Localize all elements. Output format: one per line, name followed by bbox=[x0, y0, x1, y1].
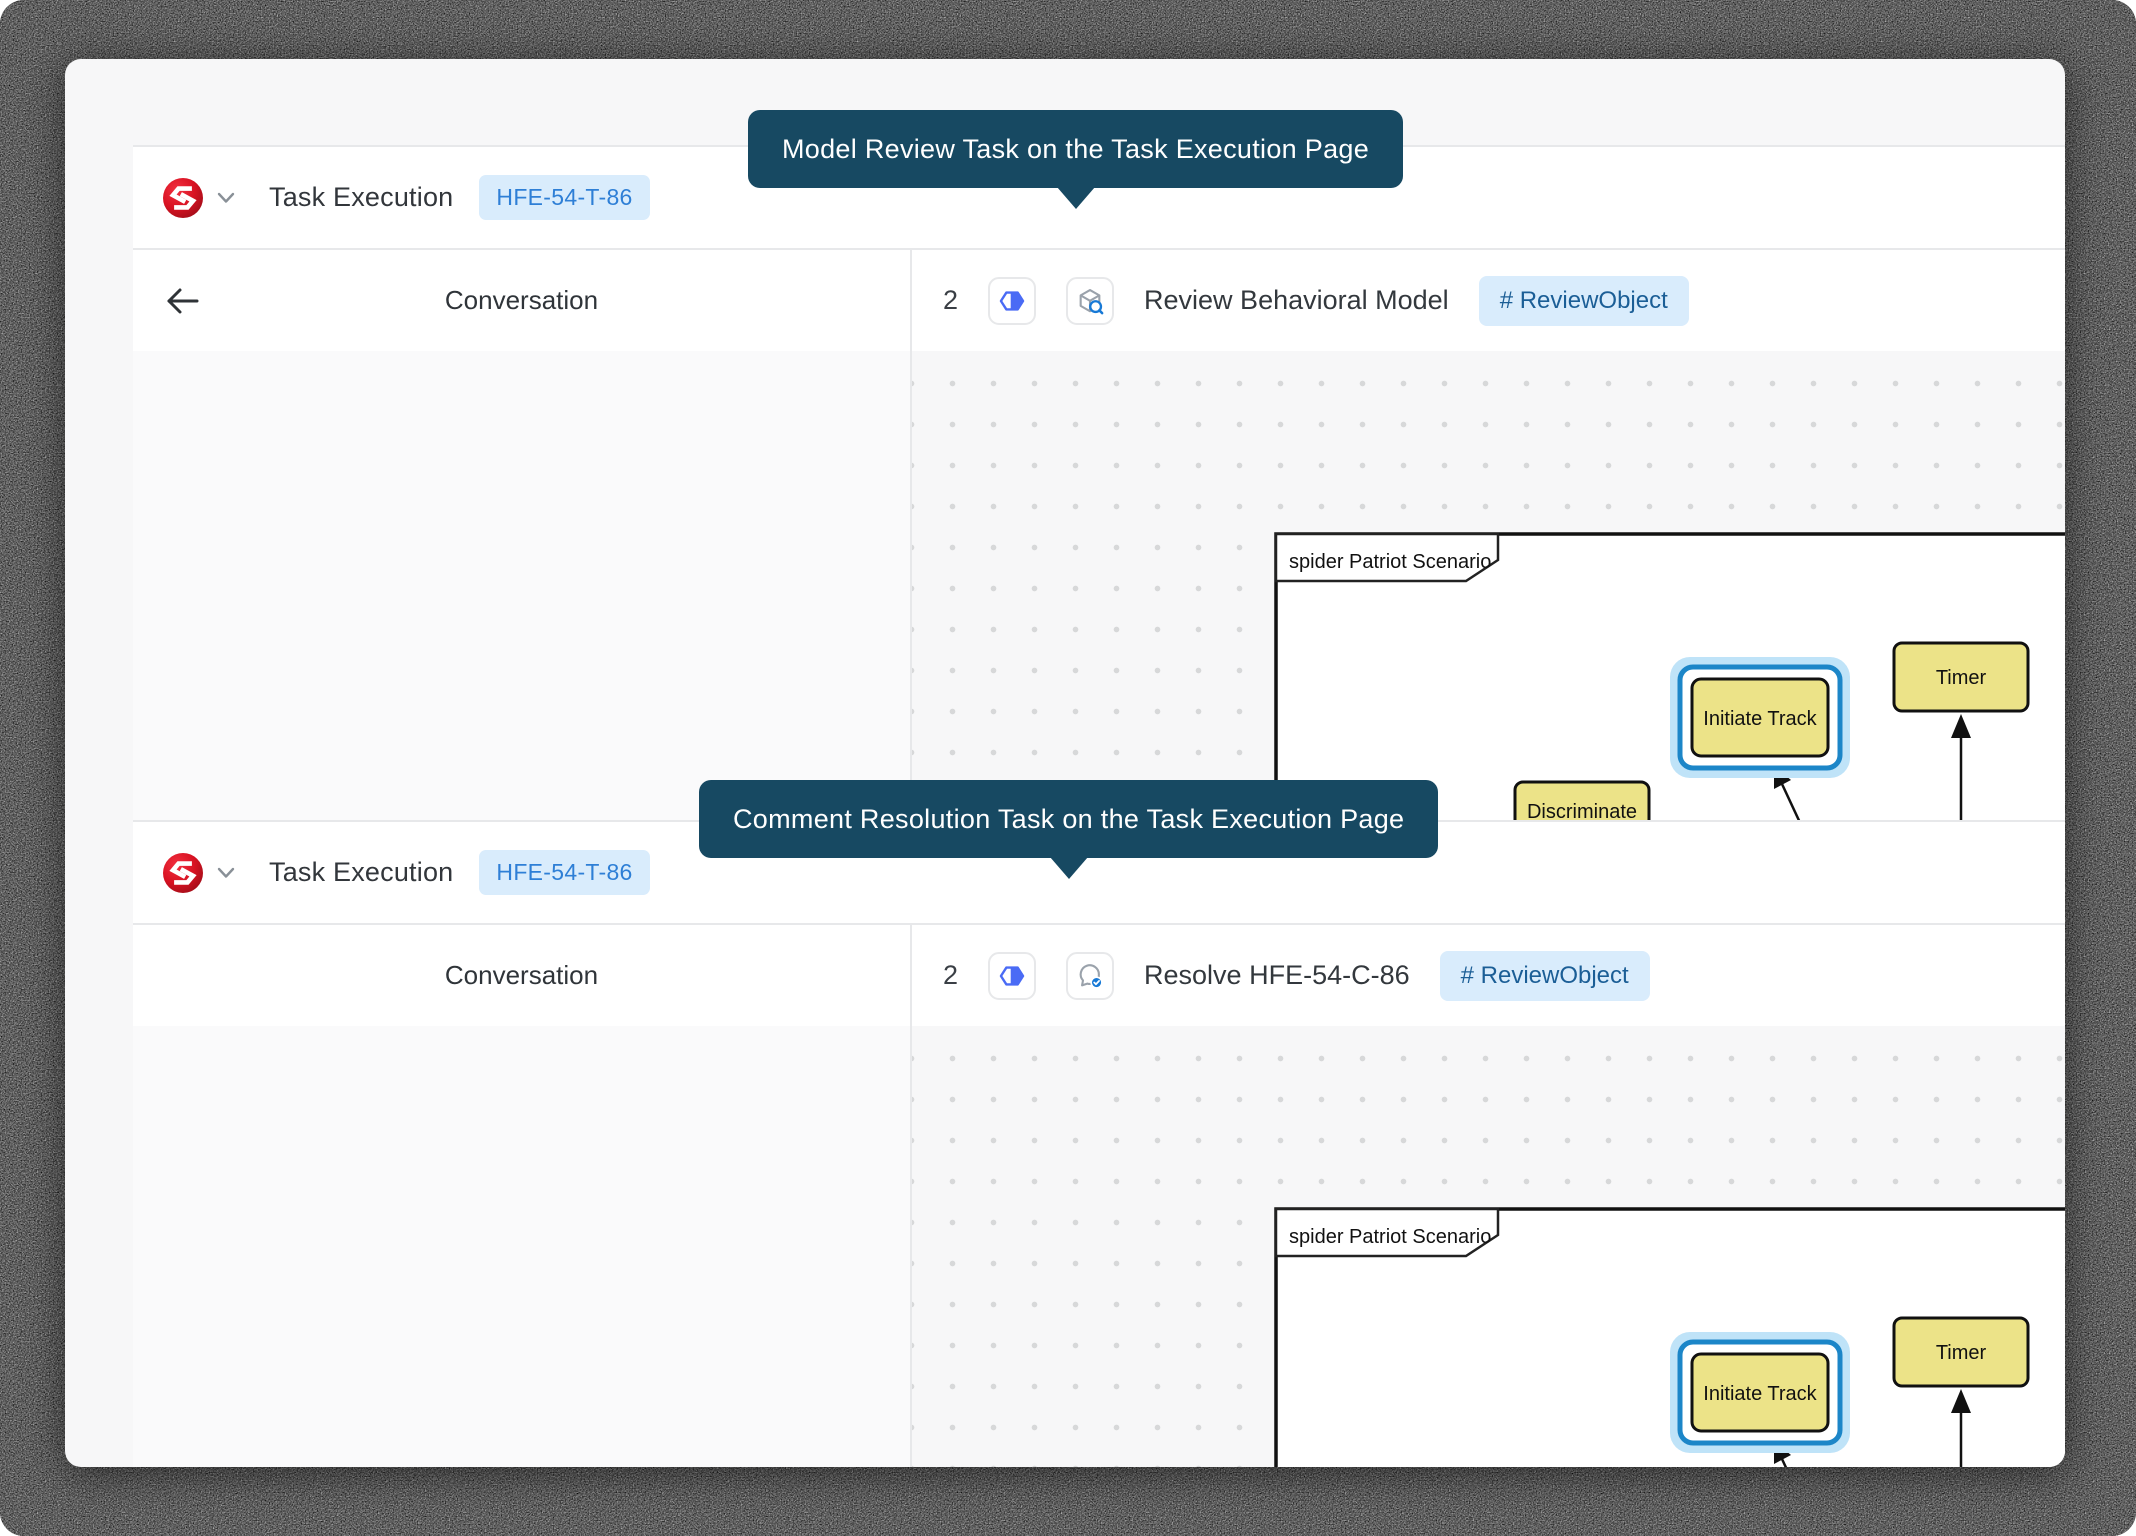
task-id-badge: HFE-54-T-86 bbox=[479, 850, 650, 895]
task-id-badge: HFE-54-T-86 bbox=[479, 175, 650, 220]
frame-label-tab bbox=[1274, 532, 1500, 583]
tooltip-comment-resolution: Comment Resolution Task on the Task Exec… bbox=[699, 780, 1439, 879]
conversation-pane-1[interactable] bbox=[133, 351, 912, 820]
conversation-title: Conversation bbox=[444, 960, 599, 990]
review-object-tag: # ReviewObject bbox=[1439, 950, 1650, 1001]
model-canvas-1[interactable]: spider Patriot Scenario Timer Initiate T… bbox=[912, 351, 2065, 820]
panel-header-row-1: Conversation 2 bbox=[133, 248, 2065, 351]
chevron-down-icon[interactable] bbox=[217, 867, 235, 879]
model-canvas-2[interactable]: spider Patriot Scenario Timer Initiate T… bbox=[912, 1026, 2065, 1467]
app-logo-icon bbox=[163, 177, 203, 218]
node-initiate-track-label: Initiate Track bbox=[1703, 1383, 1817, 1405]
node-initiate-track[interactable] bbox=[1690, 677, 1830, 758]
node-initiate-track-label: Initiate Track bbox=[1703, 708, 1817, 730]
node-timer[interactable] bbox=[1892, 641, 2030, 713]
content-area-2: spider Patriot Scenario Timer Initiate T… bbox=[133, 1026, 2065, 1467]
back-arrow-icon[interactable] bbox=[165, 287, 201, 315]
conversation-pane-header-1: Conversation bbox=[133, 250, 912, 351]
frame-label: spider Patriot Scenario bbox=[1289, 1226, 1491, 1248]
node-timer-label: Timer bbox=[1936, 667, 1987, 689]
node-initiate-track[interactable] bbox=[1690, 1352, 1830, 1433]
page-title: Task Execution bbox=[269, 857, 454, 887]
node-timer-label: Timer bbox=[1936, 1342, 1987, 1364]
app-logo-group-1[interactable] bbox=[133, 177, 235, 218]
tooltip-arrow bbox=[1056, 187, 1095, 209]
task-header-1: 2 Review Behavioral Model bbox=[912, 250, 2065, 351]
task-title: Review Behavioral Model bbox=[1144, 285, 1449, 315]
step-count: 2 bbox=[943, 960, 959, 990]
frame-label-tab bbox=[1274, 1207, 1500, 1258]
edge-to-initiate-track bbox=[1780, 783, 1801, 820]
behavior-diagram-2: spider Patriot Scenario Timer Initiate T… bbox=[1274, 1207, 2065, 1467]
review-object-tag: # ReviewObject bbox=[1478, 275, 1689, 326]
tooltip-model-review: Model Review Task on the Task Execution … bbox=[748, 110, 1404, 209]
model-review-cube-search-icon bbox=[1079, 288, 1104, 314]
status-half-hexagon-icon bbox=[999, 290, 1025, 311]
app-logo-icon bbox=[163, 852, 203, 893]
arrowhead bbox=[1951, 714, 1971, 738]
conversation-pane-header-2: Conversation bbox=[133, 925, 912, 1026]
task-header-2: 2 Resolve HFE-54-C-86 # ReviewObject bbox=[912, 925, 2065, 1026]
node-timer[interactable] bbox=[1892, 1316, 2030, 1388]
panel-header-row-2: Conversation 2 Resolve HF bbox=[133, 923, 2065, 1026]
app-card: Task Execution HFE-54-T-86 Conversation … bbox=[65, 59, 2065, 1467]
status-half-hexagon-icon bbox=[999, 965, 1025, 986]
arrowhead bbox=[1951, 1389, 1971, 1413]
conversation-title: Conversation bbox=[444, 285, 599, 315]
node-discriminate[interactable] bbox=[1513, 780, 1651, 820]
app-header-row-2: Task Execution HFE-54-T-86 bbox=[133, 820, 2065, 923]
content-area-1: spider Patriot Scenario Timer Initiate T… bbox=[133, 351, 2065, 820]
step-count: 2 bbox=[943, 285, 959, 315]
task-title: Resolve HFE-54-C-86 bbox=[1144, 960, 1410, 990]
app-logo-group-2[interactable] bbox=[133, 852, 235, 893]
tooltip-text: Model Review Task on the Task Execution … bbox=[782, 134, 1370, 164]
chevron-down-icon[interactable] bbox=[217, 192, 235, 204]
status-button[interactable] bbox=[988, 276, 1037, 325]
behavior-diagram-1: spider Patriot Scenario Timer Initiate T… bbox=[1274, 532, 2065, 820]
tooltip-arrow bbox=[1049, 857, 1088, 879]
frame-label: spider Patriot Scenario bbox=[1289, 551, 1491, 573]
node-discriminate-label: Discriminate bbox=[1527, 801, 1637, 820]
page-title: Task Execution bbox=[269, 182, 454, 212]
model-review-button[interactable] bbox=[1066, 276, 1115, 325]
status-button[interactable] bbox=[988, 951, 1037, 1000]
conversation-pane-2[interactable] bbox=[133, 1026, 912, 1467]
comment-resolve-button[interactable] bbox=[1066, 951, 1115, 1000]
comment-resolve-bubble-check-icon bbox=[1079, 963, 1103, 989]
tooltip-text: Comment Resolution Task on the Task Exec… bbox=[733, 804, 1405, 834]
